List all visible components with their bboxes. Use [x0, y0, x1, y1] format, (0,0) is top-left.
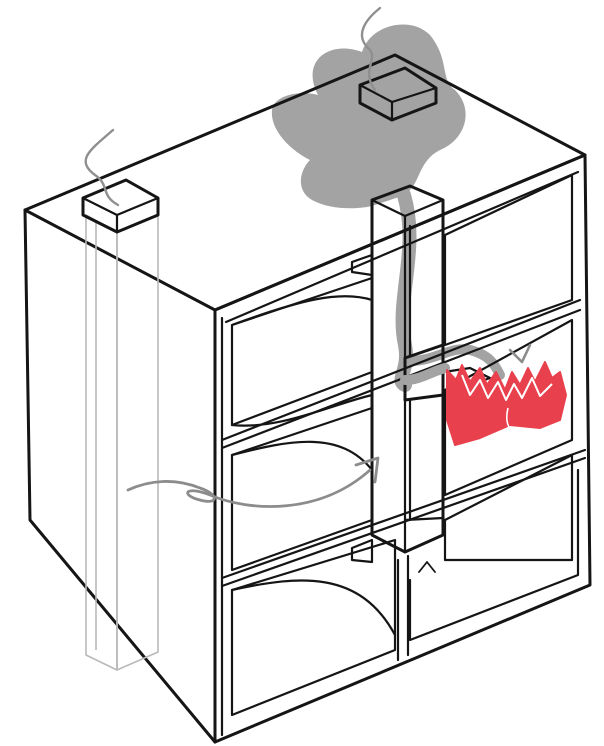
exhaust-smoke-wisp: [360, 6, 382, 92]
shelf-upper-right: [443, 173, 574, 347]
caret-up-icon: [418, 561, 436, 573]
fire-inner-detail: [505, 407, 513, 431]
shaft-bottom-edge: [403, 516, 445, 554]
left-vent-smoke-wisp: [84, 128, 120, 207]
shaft-left-face: [85, 214, 118, 671]
exhaust-vent-box: [358, 66, 438, 122]
exhaust-shaft: [350, 184, 492, 564]
shaft-tab-lower: [350, 538, 374, 564]
divider-lower: [220, 448, 587, 580]
shelf-middle-right: [443, 318, 574, 497]
fire-indicator-arrow: [508, 343, 532, 364]
shelf-lower-right: [408, 468, 580, 642]
smoke-entering-shaft: [400, 363, 450, 385]
smoke-cloud: [271, 24, 466, 209]
left-vent-box: [81, 178, 160, 234]
cabinet-top-lip: [224, 170, 580, 324]
exhaust-vent: [358, 6, 438, 122]
cabinet-left-side: [23, 208, 217, 744]
fire-inner-flame-outline: [461, 374, 553, 401]
shaft-tab-upper: [350, 253, 374, 277]
shelf-lower-left: [230, 538, 397, 717]
left-vent-top-edge: [81, 196, 160, 217]
shaft-right-face: [116, 215, 159, 671]
left-vent: [81, 128, 160, 234]
interior-depth-1: [230, 295, 374, 327]
divider-lower-2: [220, 456, 587, 588]
airflow-arrow: [126, 456, 380, 508]
curved-arrow-icon: [126, 468, 372, 508]
shelf-upper-left: [230, 276, 374, 427]
interior-depth-2: [230, 440, 374, 472]
fire: [446, 343, 567, 446]
cabinet-front: [213, 153, 592, 744]
interior-depth-3: [230, 579, 397, 637]
smoke-from-fire: [399, 344, 505, 380]
airflow-arrowhead: [354, 456, 380, 484]
shelf-lower-right-top: [443, 453, 574, 562]
shelf-middle-left: [230, 406, 374, 572]
airflow-inlet-marker: [418, 561, 436, 573]
fire-flames: [446, 361, 567, 446]
divider-upper: [220, 298, 582, 442]
